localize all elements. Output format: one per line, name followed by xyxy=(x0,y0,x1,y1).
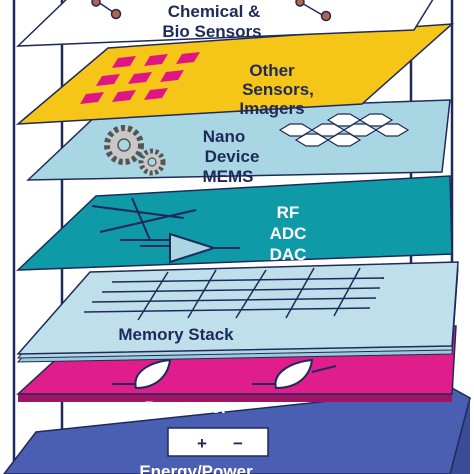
memory-row-4 xyxy=(83,307,371,313)
memory-col-5 xyxy=(333,267,361,317)
battery-plus: + xyxy=(197,434,207,453)
energy-layer-label: Energy/Power xyxy=(139,462,253,474)
amplifier-icon xyxy=(91,197,240,264)
chemical-label-line2: Bio Sensors xyxy=(162,22,261,41)
molecule-atom-right-1 xyxy=(295,0,305,7)
rf-label: RF xyxy=(277,203,300,222)
molecule-atom-left-1 xyxy=(91,0,101,7)
memory-col-3 xyxy=(235,269,267,319)
sensor-pixel-2 xyxy=(144,54,168,66)
transistor-icon xyxy=(112,358,337,390)
molecule-atom-left-2 xyxy=(110,8,122,20)
adc-label: ADC xyxy=(270,224,307,243)
rf-trace-3 xyxy=(131,197,151,241)
nano-label-line2: Device xyxy=(205,147,260,166)
memory-row-2 xyxy=(101,287,381,293)
hexagon-7 xyxy=(358,113,394,127)
nano-label-line3: MEMS xyxy=(203,167,254,186)
sensors-label-line2: Sensors, xyxy=(242,80,314,99)
chemical-layer-top xyxy=(16,0,434,47)
sensors-label-line1: Other xyxy=(249,61,295,80)
memory-layer: Memory Stack xyxy=(16,261,459,363)
hexagon-5 xyxy=(326,133,362,147)
nano-label-line1: Nano xyxy=(203,127,246,146)
dac-label: DAC xyxy=(270,245,307,264)
sensor-pixel-array-icon xyxy=(80,52,200,104)
battery-body xyxy=(167,427,269,457)
memory-row-3 xyxy=(91,297,377,303)
memory-col-1 xyxy=(137,271,169,321)
memory-grid-icon xyxy=(83,267,385,321)
gear-small-hub xyxy=(147,157,157,167)
nano-layer: Nano Device MEMS xyxy=(26,99,451,186)
processor-layer-edge xyxy=(18,394,452,402)
processor-layer-label: Processor xyxy=(144,398,228,417)
gear-icon xyxy=(104,125,166,176)
molecule-icon xyxy=(91,0,332,22)
sensor-pixel-4 xyxy=(96,74,120,86)
sensor-pixel-3 xyxy=(176,52,200,64)
sensor-pixel-5 xyxy=(128,72,152,84)
transistor-lead-right xyxy=(311,365,337,373)
molecule-atom-right-2 xyxy=(320,10,332,22)
transistor-gate-right xyxy=(274,358,314,390)
memory-col-4 xyxy=(285,267,315,319)
rf-trace-2 xyxy=(99,209,197,233)
sensor-pixel-8 xyxy=(112,90,136,102)
memory-layer-sheet-1 xyxy=(16,261,459,355)
energy-layer: + − Energy/Power xyxy=(3,387,471,474)
chemical-label-line1: Chemical & xyxy=(168,2,261,21)
sensors-label-line3: Imagers xyxy=(239,99,304,118)
hexagon-8 xyxy=(374,123,410,137)
sensor-pixel-9 xyxy=(144,88,168,100)
memory-col-2 xyxy=(187,269,217,319)
memory-row-1 xyxy=(111,277,385,283)
memory-layer-label: Memory Stack xyxy=(118,325,234,344)
sensor-pixel-7 xyxy=(80,92,104,104)
chemical-layer: Chemical & Bio Sensors xyxy=(16,0,434,47)
battery-minus: − xyxy=(233,434,243,453)
amplifier-triangle xyxy=(169,232,218,264)
rf-layer-top xyxy=(16,175,453,271)
transistor-gate-left xyxy=(134,358,172,390)
sensors-layer: Other Sensors, Imagers xyxy=(15,23,455,125)
sensor-pixel-1 xyxy=(112,56,136,68)
sensor-pixel-6 xyxy=(160,70,184,82)
hexagon-grid-icon xyxy=(278,113,410,147)
gear-large-hub xyxy=(117,138,131,152)
rf-layer: RF ADC DAC xyxy=(16,175,453,271)
battery-icon: + − xyxy=(167,427,269,457)
